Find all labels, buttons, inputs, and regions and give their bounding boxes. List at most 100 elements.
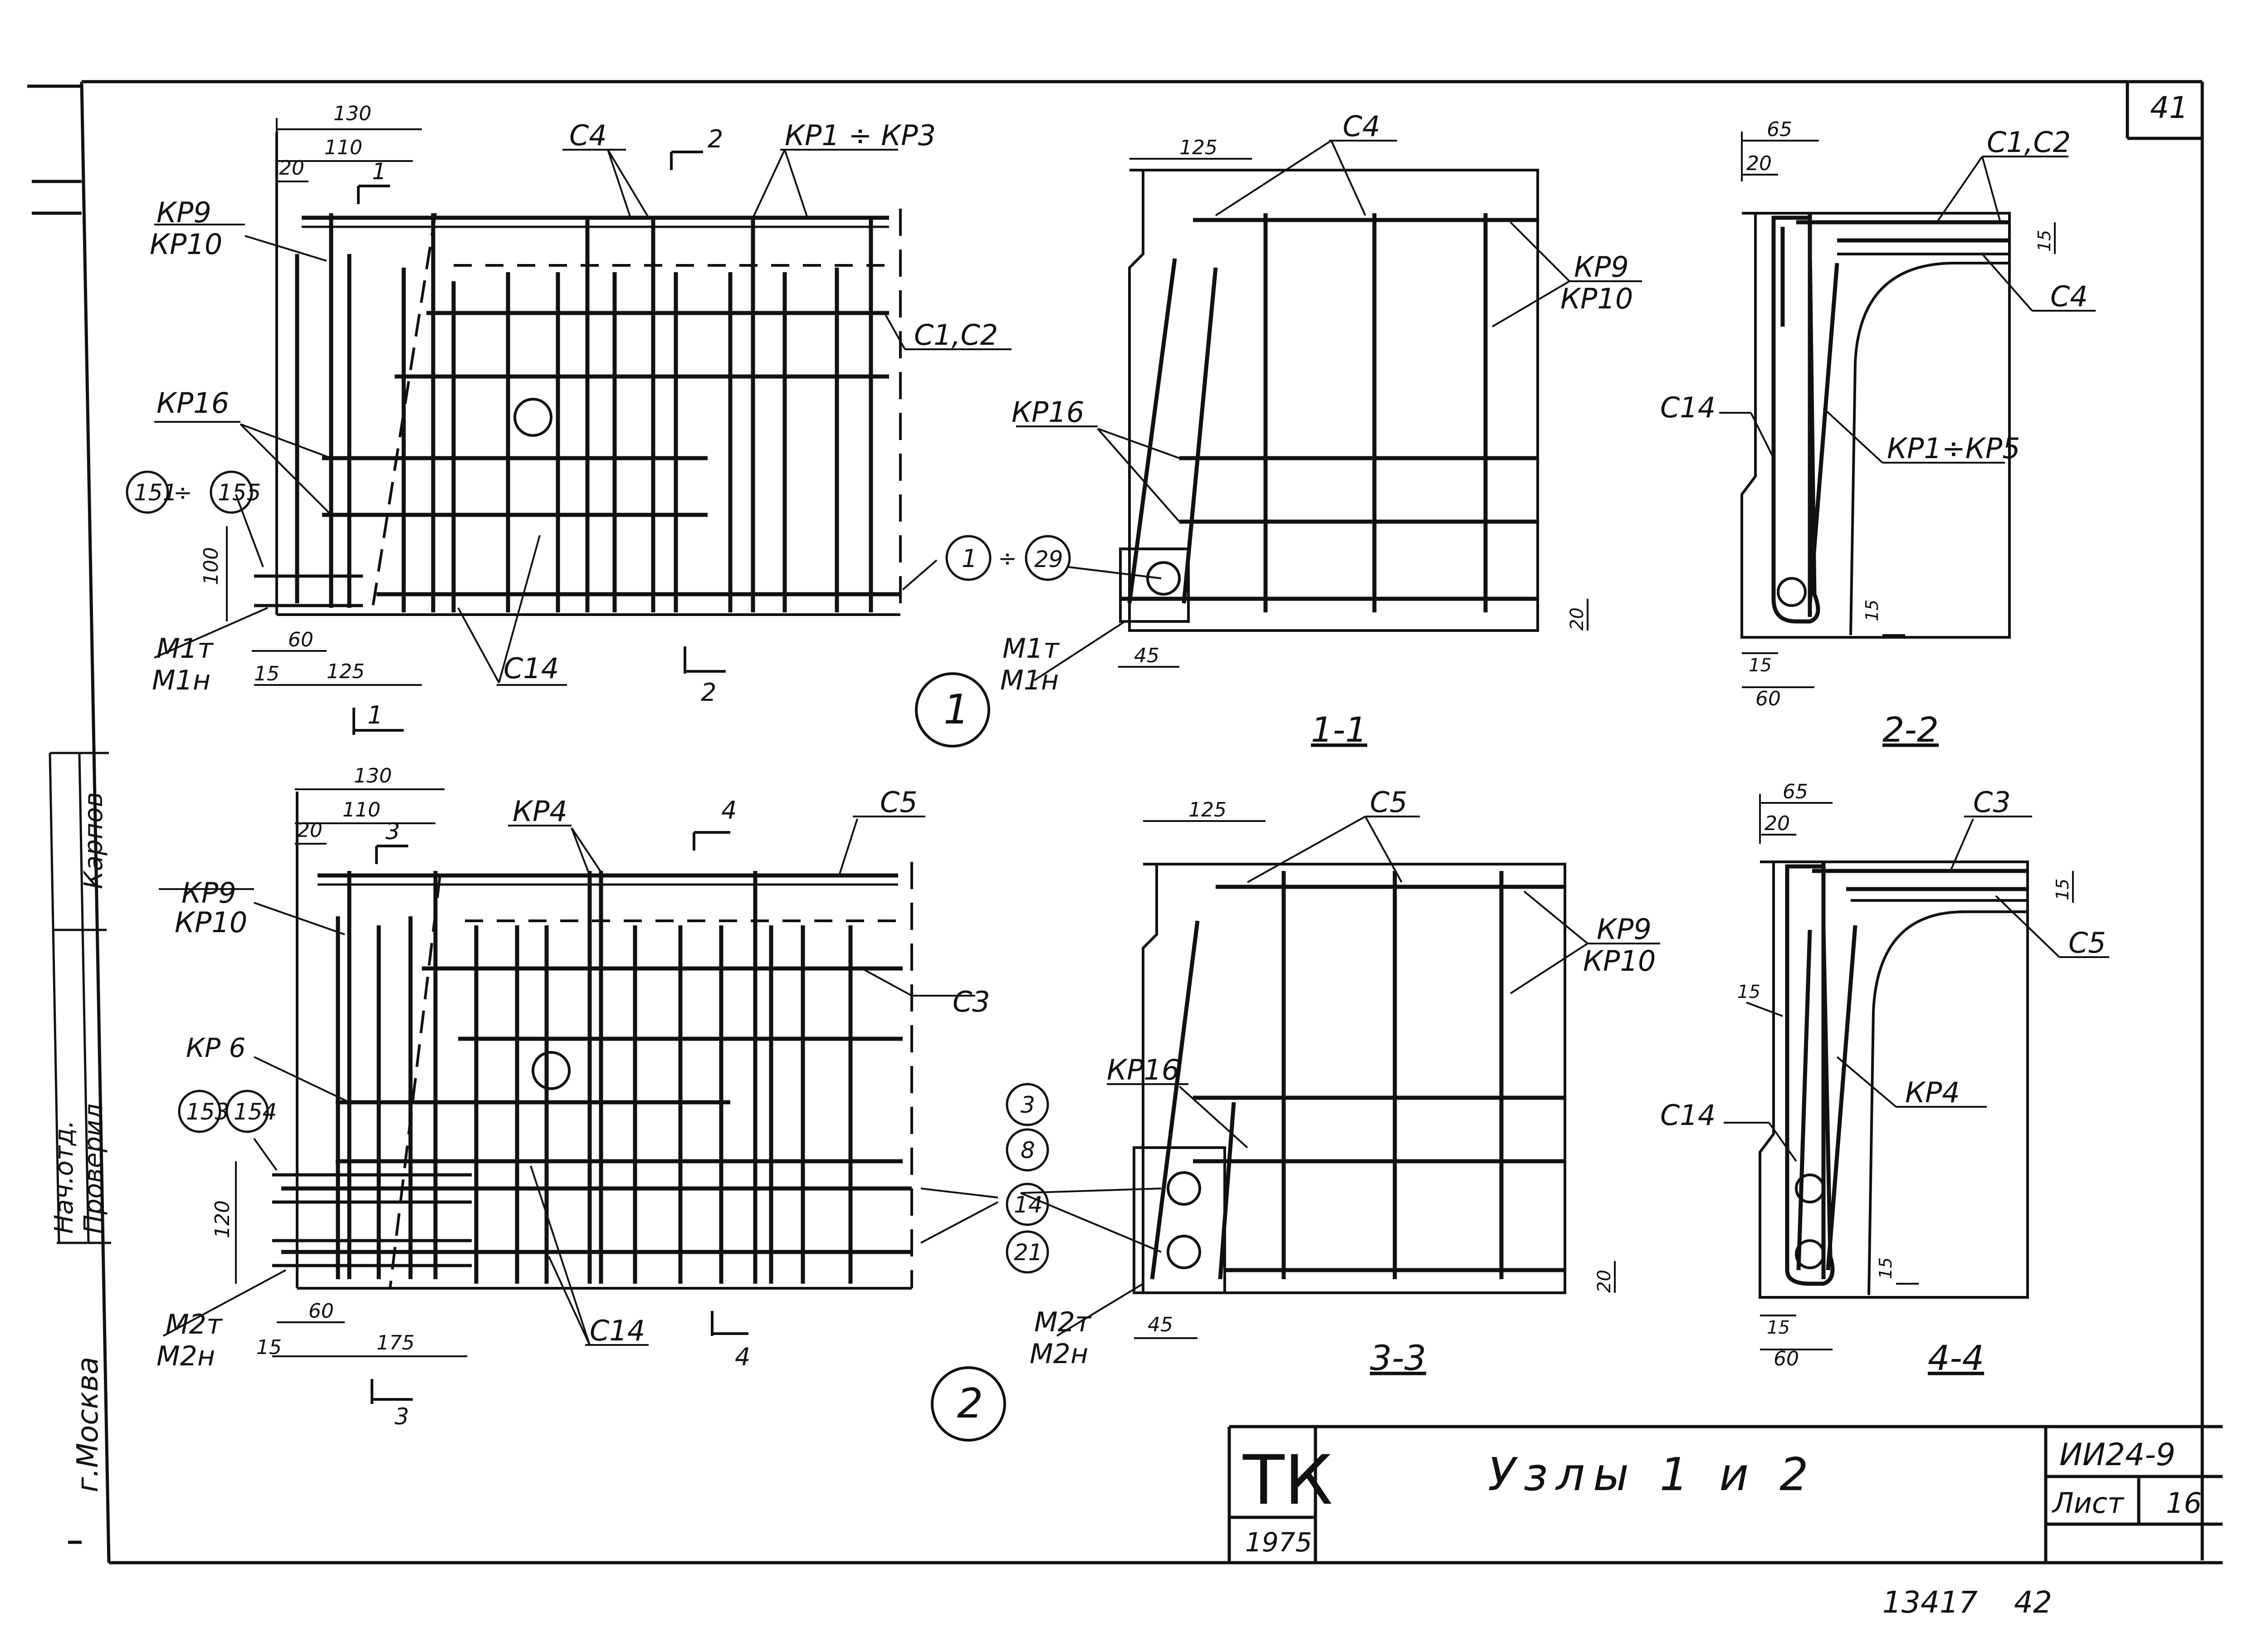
section44-leaders <box>1724 816 2109 1162</box>
node1-dim-110: 110 <box>324 136 362 159</box>
section44-label-c5: С5 <box>2068 926 2106 959</box>
section22-label-c4: С4 <box>2050 280 2088 313</box>
section33-label-m2t: М2т <box>1034 1306 1092 1338</box>
city-label: г.Москва <box>71 1357 105 1492</box>
section33-dim-20: 20 <box>1594 1270 1615 1293</box>
section11-dim-45: 45 <box>1134 644 1159 667</box>
node1-range-sign-2: ÷ <box>998 545 1017 572</box>
node1-cut-2-top: 2 <box>708 125 723 153</box>
svg-text:1: 1 <box>943 686 969 733</box>
sheet-title: Узлы 1 и 2 <box>1488 1448 1817 1501</box>
node1-number: 1 <box>915 672 990 748</box>
section11-label-c4: С4 <box>1343 110 1380 143</box>
section33-label-m2n: М2н <box>1030 1338 1088 1370</box>
section44-label-kp4: КР4 <box>1905 1076 1960 1109</box>
svg-text:3: 3 <box>1021 1092 1035 1118</box>
svg-text:154: 154 <box>234 1099 277 1125</box>
node1-dim-20: 20 <box>279 156 304 180</box>
node1-label-kp1-kp3: КР1 ÷ КР3 <box>785 119 936 152</box>
section22-dim-15-right: 15 <box>2034 230 2054 252</box>
svg-text:29: 29 <box>1034 546 1063 572</box>
sheet-number: 16 <box>2166 1486 2202 1520</box>
node1-cut-1-top: 1 <box>372 158 386 185</box>
section11-label-m1t: М1т <box>1002 633 1060 665</box>
svg-text:21: 21 <box>1014 1239 1043 1266</box>
section22-dim-65: 65 <box>1767 118 1792 141</box>
drawing-code: ИИ24-9 <box>2059 1437 2175 1473</box>
node1-label-c4: С4 <box>569 119 607 152</box>
node1-circle-29-leader <box>1068 566 1162 579</box>
section44-dim-15-right: 15 <box>2053 879 2072 900</box>
approval-name: Карпов <box>79 792 108 890</box>
archive-page: 42 <box>2014 1585 2052 1620</box>
stamp-year: 1975 <box>1245 1527 1312 1558</box>
node1-range-sign-1: ÷ <box>173 479 192 506</box>
node2-label-kp9: КР9 <box>181 876 236 909</box>
section44-dim-15-side: 15 <box>1737 982 1760 1002</box>
node2-dimensions <box>235 788 467 1357</box>
binding-marks <box>27 84 82 1544</box>
svg-text:153: 153 <box>186 1099 229 1125</box>
section33-label-c5: С5 <box>1370 786 1408 819</box>
section33-label-kp10: КР10 <box>1583 944 1656 978</box>
node1-label-kp10: КР10 <box>150 228 222 261</box>
section33-leaders <box>920 816 1660 1337</box>
node1-label-kp16: КР16 <box>156 386 229 420</box>
node2-dim-130: 130 <box>354 764 392 787</box>
section22-dim-15-bottom: 15 <box>1862 600 1882 621</box>
node1-circle-29: 29 <box>1025 535 1071 581</box>
section33-label-kp9: КР9 <box>1597 913 1652 946</box>
section11-leaders <box>1016 140 1642 681</box>
node1-cut-2-bottom: 2 <box>701 678 716 707</box>
node2-dim-120: 120 <box>211 1200 234 1238</box>
node2-circle-153: 153 <box>178 1090 229 1133</box>
svg-text:151: 151 <box>134 479 177 506</box>
section44-label-c3: С3 <box>1973 786 2011 819</box>
section11-drawing <box>1119 169 1539 632</box>
corner-sheet-number: 41 <box>2150 90 2188 125</box>
section22-label-c14: С14 <box>1660 391 1716 424</box>
node1-cut-marks <box>352 151 726 735</box>
node2-cut-4-top: 4 <box>721 796 737 825</box>
node2-cut-4-bottom: 4 <box>735 1343 750 1371</box>
section33-title: 3-3 <box>1370 1338 1426 1378</box>
node2-label-c3: С3 <box>953 985 990 1018</box>
section11-label-kp9: КР9 <box>1574 250 1629 284</box>
node1-cut-1-bottom: 1 <box>367 701 383 729</box>
title-block <box>1227 1425 2223 1563</box>
section33-dim-125: 125 <box>1188 798 1227 821</box>
svg-text:14: 14 <box>1014 1192 1043 1218</box>
section44-dim-65: 65 <box>1783 780 1808 803</box>
sheet-label: Лист <box>2052 1486 2125 1520</box>
node2-label-kp4: КР4 <box>513 795 567 828</box>
node1-dim-130: 130 <box>333 102 371 125</box>
node2-label-m2n: М2н <box>156 1340 215 1372</box>
node1-dim-125: 125 <box>327 660 365 683</box>
section11-label-kp16: КР16 <box>1012 396 1084 429</box>
node2-dim-15: 15 <box>256 1336 282 1359</box>
node2-cut-marks <box>371 831 748 1404</box>
sheet-frame <box>80 80 2223 1565</box>
section33-circle-21: 21 <box>1006 1230 1049 1274</box>
node2-label-kp16: КР 6 <box>186 1032 246 1063</box>
node1-label-m1t: М1т <box>156 633 214 665</box>
stamp-tk: ТК <box>1242 1441 1333 1520</box>
node2-label-kp10: КР10 <box>175 906 247 939</box>
node1-circle-1: 1 <box>945 535 992 581</box>
section44-drawing <box>1759 861 2029 1299</box>
section44-dim-60: 60 <box>1774 1347 1799 1370</box>
section11-dim-125: 125 <box>1179 136 1217 159</box>
svg-text:8: 8 <box>1021 1137 1035 1164</box>
section22-drawing <box>1740 212 2011 639</box>
section44-dim-15-bottom: 15 <box>1876 1257 1896 1279</box>
section44-dim-20: 20 <box>1765 812 1790 835</box>
node2-label-m2t: М2т <box>166 1309 223 1340</box>
section11-label-m1n: М1н <box>1000 665 1059 696</box>
node2-label-c5: С5 <box>880 786 918 819</box>
section11-dim-20: 20 <box>1567 607 1588 631</box>
section22-label-c1c2: С1,С2 <box>1987 126 2071 159</box>
node1-circle-155: 155 <box>210 470 261 514</box>
section22-label-kp1-kp5: КР1÷КР5 <box>1887 432 2020 465</box>
node1-leaders <box>154 149 1012 686</box>
